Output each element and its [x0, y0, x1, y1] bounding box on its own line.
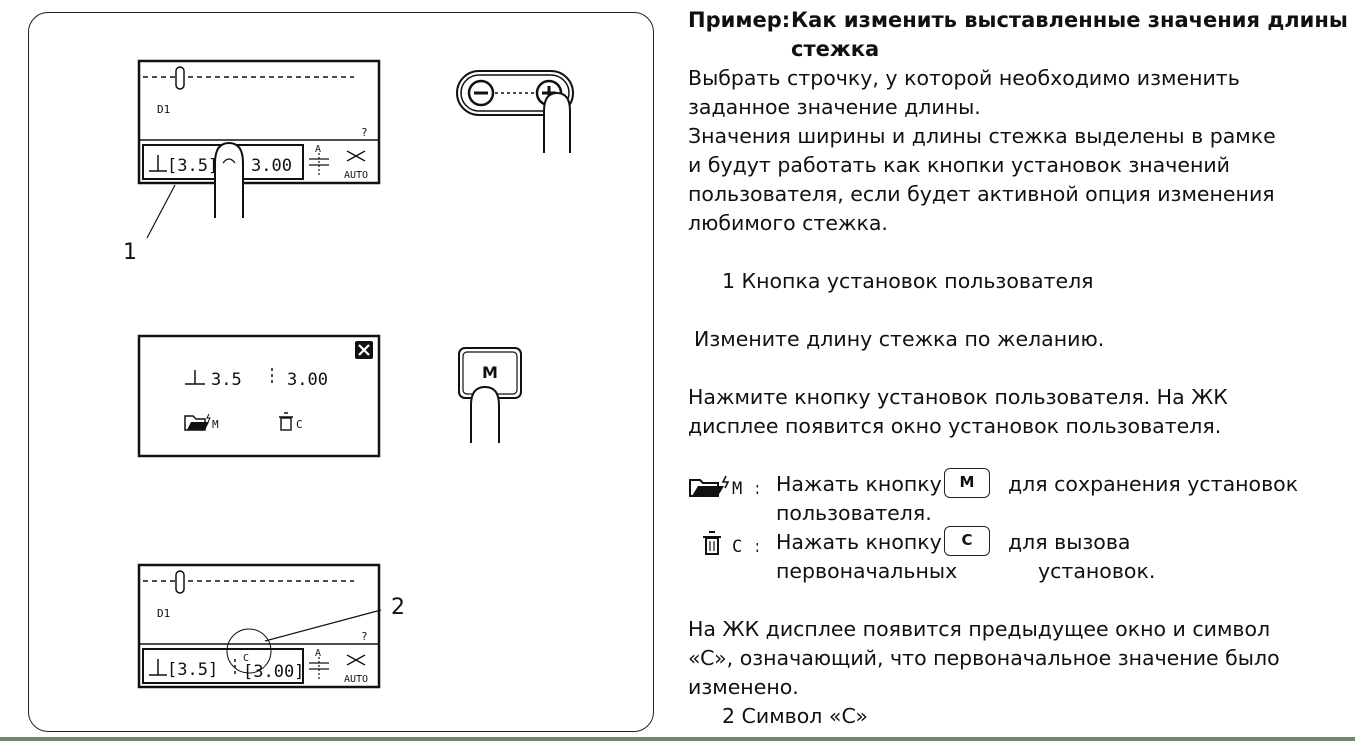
folder-memory-icon	[184, 413, 211, 431]
intro-line-1: Выбрать строчку, у которой необходимо из…	[688, 66, 1240, 90]
heading-label: Пример:	[688, 8, 791, 32]
lcd-screen-3: D1 ? [3.5] C [3.00] A AUTO	[137, 563, 381, 689]
section-heading: Пример: Как изменить выставленные значен…	[688, 6, 1348, 61]
callout-1: 1	[123, 240, 137, 265]
scissors-icon	[346, 150, 366, 162]
screen3-c-mark: C	[243, 653, 249, 664]
memory-key-button[interactable]: M	[944, 468, 990, 498]
intro-line-3: Значения ширины и длины стежка выделены …	[688, 124, 1276, 148]
popup-c-label: C	[296, 418, 303, 431]
finger-icon	[543, 91, 571, 153]
page-bottom-rule	[0, 737, 1355, 741]
width-icon	[149, 155, 167, 172]
clear-key-button[interactable]: C	[944, 526, 990, 556]
clear-text-before: Нажать кнопку	[776, 530, 942, 554]
step-change-length: Измените длину стежка по желанию.	[694, 327, 1105, 351]
intro-line-4: и будут работать как кнопки установок зн…	[688, 153, 1230, 177]
screen1-auto: AUTO	[344, 170, 368, 181]
memory-row: M : Нажать кнопку M для сохранения устан…	[688, 468, 1348, 528]
memory-line-2: пользователя.	[776, 501, 932, 525]
svg-text:C :: C :	[732, 537, 758, 557]
intro-line-2: заданное значение длины.	[688, 95, 981, 119]
screen3-length-value: [3.00]	[243, 662, 304, 682]
screen1-a-label: A	[315, 144, 321, 155]
folder-memory-icon: M :	[688, 470, 763, 500]
illustration-panel: D1 ? [3.5] 3.00 A AUTO	[28, 12, 654, 732]
clear-line-2b: установок.	[1038, 559, 1156, 583]
clear-line-2a: первоначальных	[776, 559, 958, 583]
memory-key-label: M	[482, 363, 498, 382]
memory-text-after: для сохранения установок	[1008, 472, 1299, 496]
item-1: 1 Кнопка установок пользователя	[722, 269, 1094, 293]
feed-icon	[309, 153, 329, 177]
popup-length-value: 3.00	[287, 370, 328, 390]
popup-width-value: 3.5	[211, 370, 242, 390]
screen3-stitch-name: D1	[157, 607, 170, 620]
screen3-help: ?	[361, 630, 368, 643]
heading-title: Как изменить выставленные значения длины…	[791, 8, 1348, 61]
callout-2: 2	[391, 595, 405, 620]
clear-text-after: для вызова	[1008, 530, 1131, 554]
lcd-popup-screen: 3.5 3.00 M C	[137, 334, 381, 458]
step-press-line-1: Нажмите кнопку установок пользователя. Н…	[688, 385, 1228, 409]
width-icon	[185, 370, 205, 385]
screen3-a-label: A	[315, 648, 321, 659]
result-line-3: изменено.	[688, 675, 799, 699]
intro-line-5: пользователя, если будет активной опция …	[688, 182, 1275, 206]
close-icon[interactable]	[355, 341, 373, 359]
screen3-auto: AUTO	[344, 674, 368, 685]
result-line-1: На ЖК дисплее появится предыдущее окно и…	[688, 617, 1271, 641]
minus-key[interactable]	[467, 79, 495, 107]
trash-icon: C :	[688, 528, 763, 558]
clear-row: C : Нажать кнопку C для вызова первонача…	[688, 526, 1348, 586]
finger-icon	[470, 385, 500, 443]
screen1-length-value: 3.00	[251, 156, 292, 176]
popup-m-label: M	[212, 418, 219, 431]
result-line-2: «C», означающий, что первоначальное знач…	[688, 646, 1280, 670]
memory-key[interactable]: M	[458, 347, 522, 399]
screen1-width-value: [3.5]	[167, 156, 218, 176]
screen3-width-value: [3.5]	[167, 660, 218, 680]
trash-icon	[279, 412, 293, 431]
svg-text:M :: M :	[732, 479, 758, 499]
step-press-line-2: дисплее появится окно установок пользова…	[688, 414, 1222, 438]
illustration-svg: D1 ? [3.5] 3.00 A AUTO	[123, 59, 574, 689]
memory-text-before: Нажать кнопку	[776, 472, 942, 496]
c-symbol-highlight	[226, 628, 272, 674]
instructions-column: Пример: Как изменить выставленные значен…	[688, 6, 1348, 731]
lcd-screen-1: D1 ? [3.5] 3.00 A AUTO	[137, 59, 381, 185]
item-2: 2 Символ «C»	[722, 704, 868, 728]
screen1-stitch-name: D1	[157, 103, 170, 116]
finger-icon	[214, 141, 244, 218]
screen1-help: ?	[361, 126, 368, 139]
intro-line-6: любимого стежка.	[688, 211, 888, 235]
